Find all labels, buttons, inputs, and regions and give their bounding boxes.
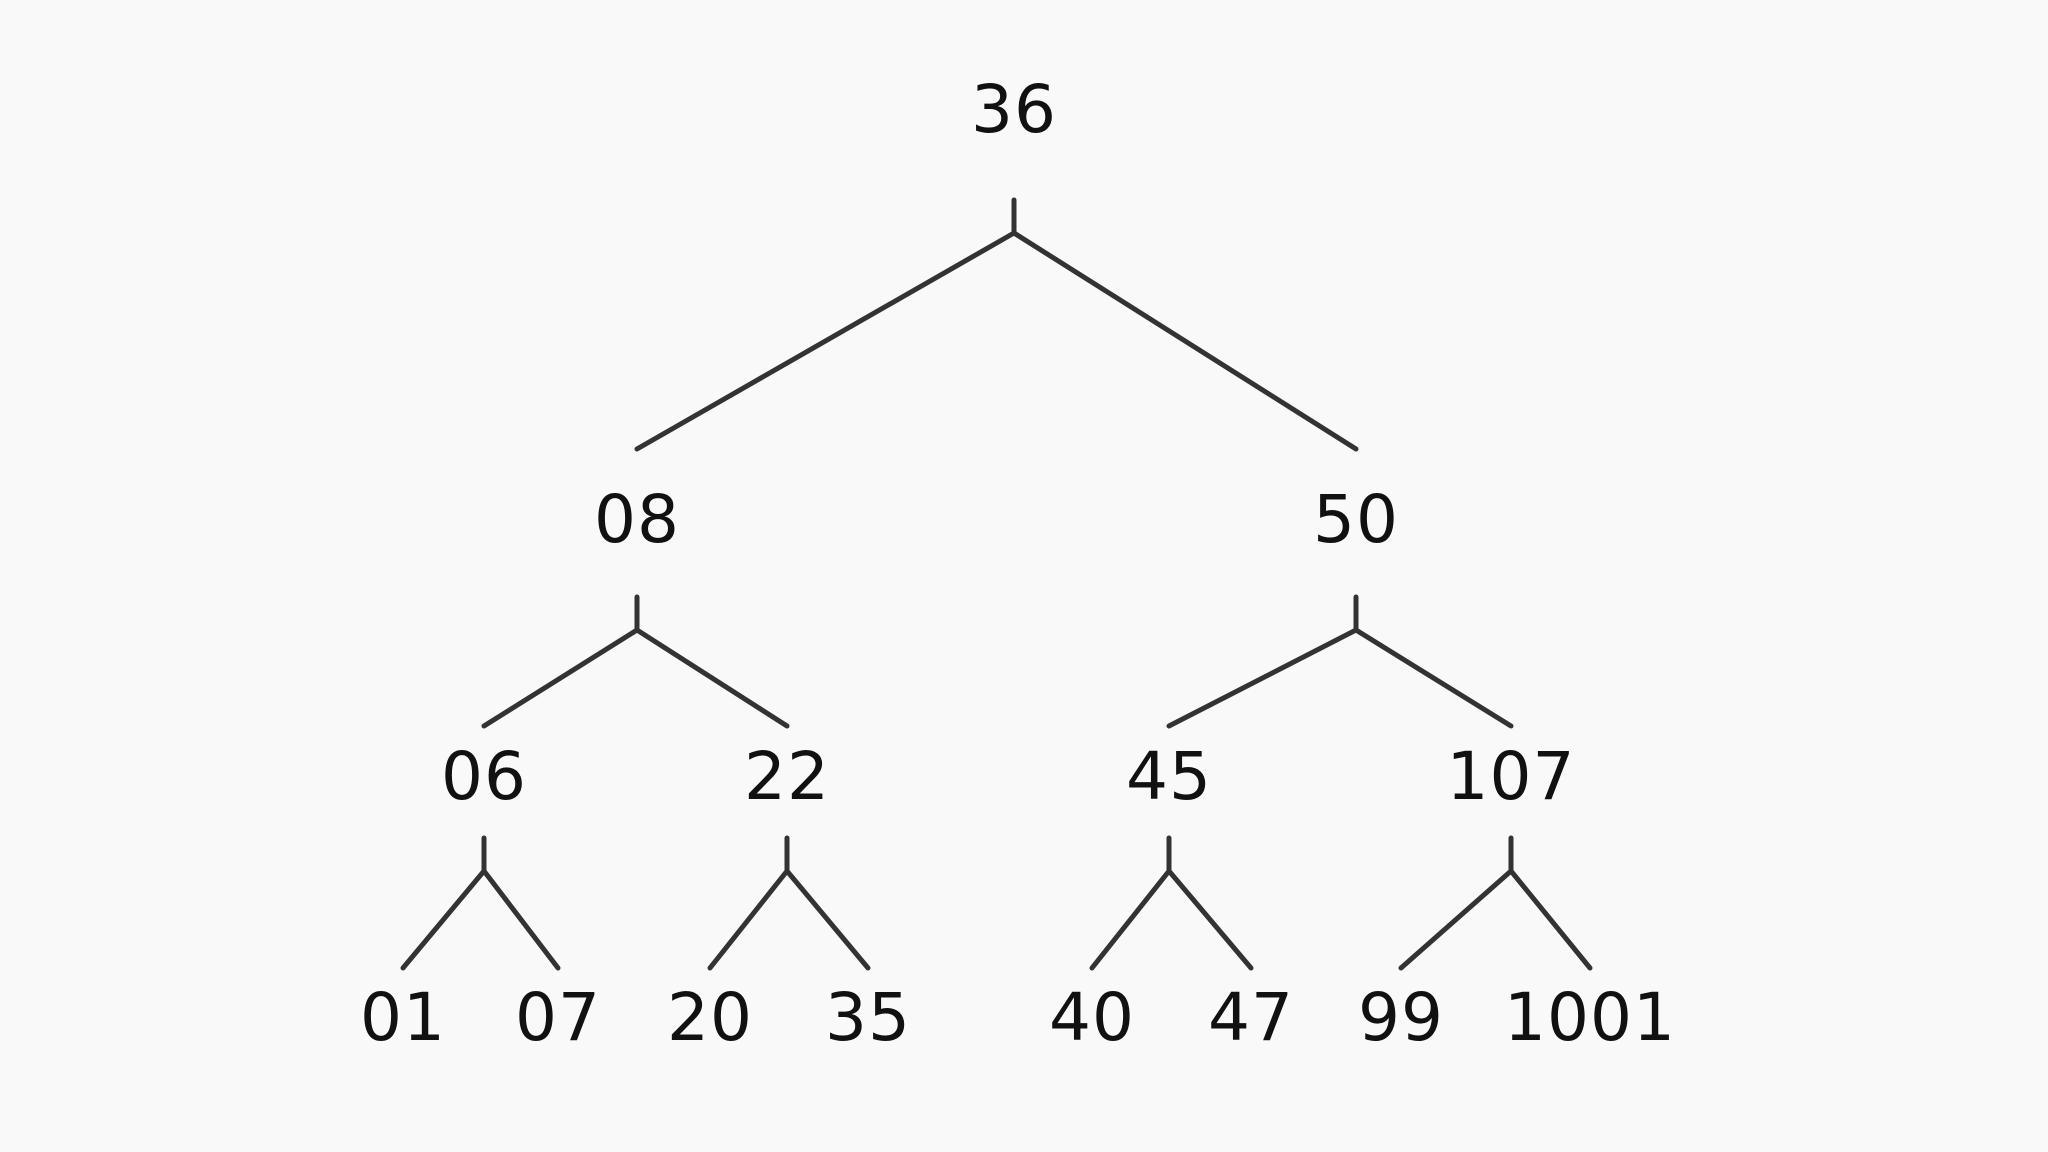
- edge-50-to-45: [1166, 627, 1359, 729]
- tree-node-35: 35: [825, 979, 911, 1056]
- edge-08-to-06: [481, 627, 640, 729]
- tree-node-36: 36: [971, 71, 1057, 148]
- edge-06-to-07: [481, 868, 561, 971]
- edge-50-to-107: [1353, 627, 1514, 729]
- tree-node-07: 07: [515, 979, 601, 1056]
- edge-45-to-40: [1089, 868, 1172, 971]
- edge-06-to-01: [400, 868, 487, 971]
- tree-node-50: 50: [1313, 481, 1399, 558]
- tree-node-08: 08: [594, 481, 680, 558]
- edge-107-to-1001: [1508, 868, 1593, 971]
- edge-107-to-99: [1398, 868, 1514, 971]
- edge-36-to-08: [634, 230, 1017, 452]
- tree-node-40: 40: [1049, 979, 1135, 1056]
- edge-22-to-20: [707, 868, 790, 971]
- tree-node-47: 47: [1208, 979, 1294, 1056]
- tree-node-99: 99: [1358, 979, 1444, 1056]
- tree-node-01: 01: [360, 979, 446, 1056]
- tree-node-45: 45: [1126, 738, 1212, 815]
- edge-45-to-47: [1166, 868, 1254, 971]
- edge-08-to-22: [634, 627, 790, 729]
- tree-node-22: 22: [744, 738, 830, 815]
- tree-node-107: 107: [1446, 738, 1576, 815]
- edge-36-to-50: [1011, 230, 1359, 452]
- edge-22-to-35: [784, 868, 871, 971]
- tree-node-1001: 1001: [1504, 979, 1676, 1056]
- tree-node-06: 06: [441, 738, 527, 815]
- tree-node-20: 20: [667, 979, 753, 1056]
